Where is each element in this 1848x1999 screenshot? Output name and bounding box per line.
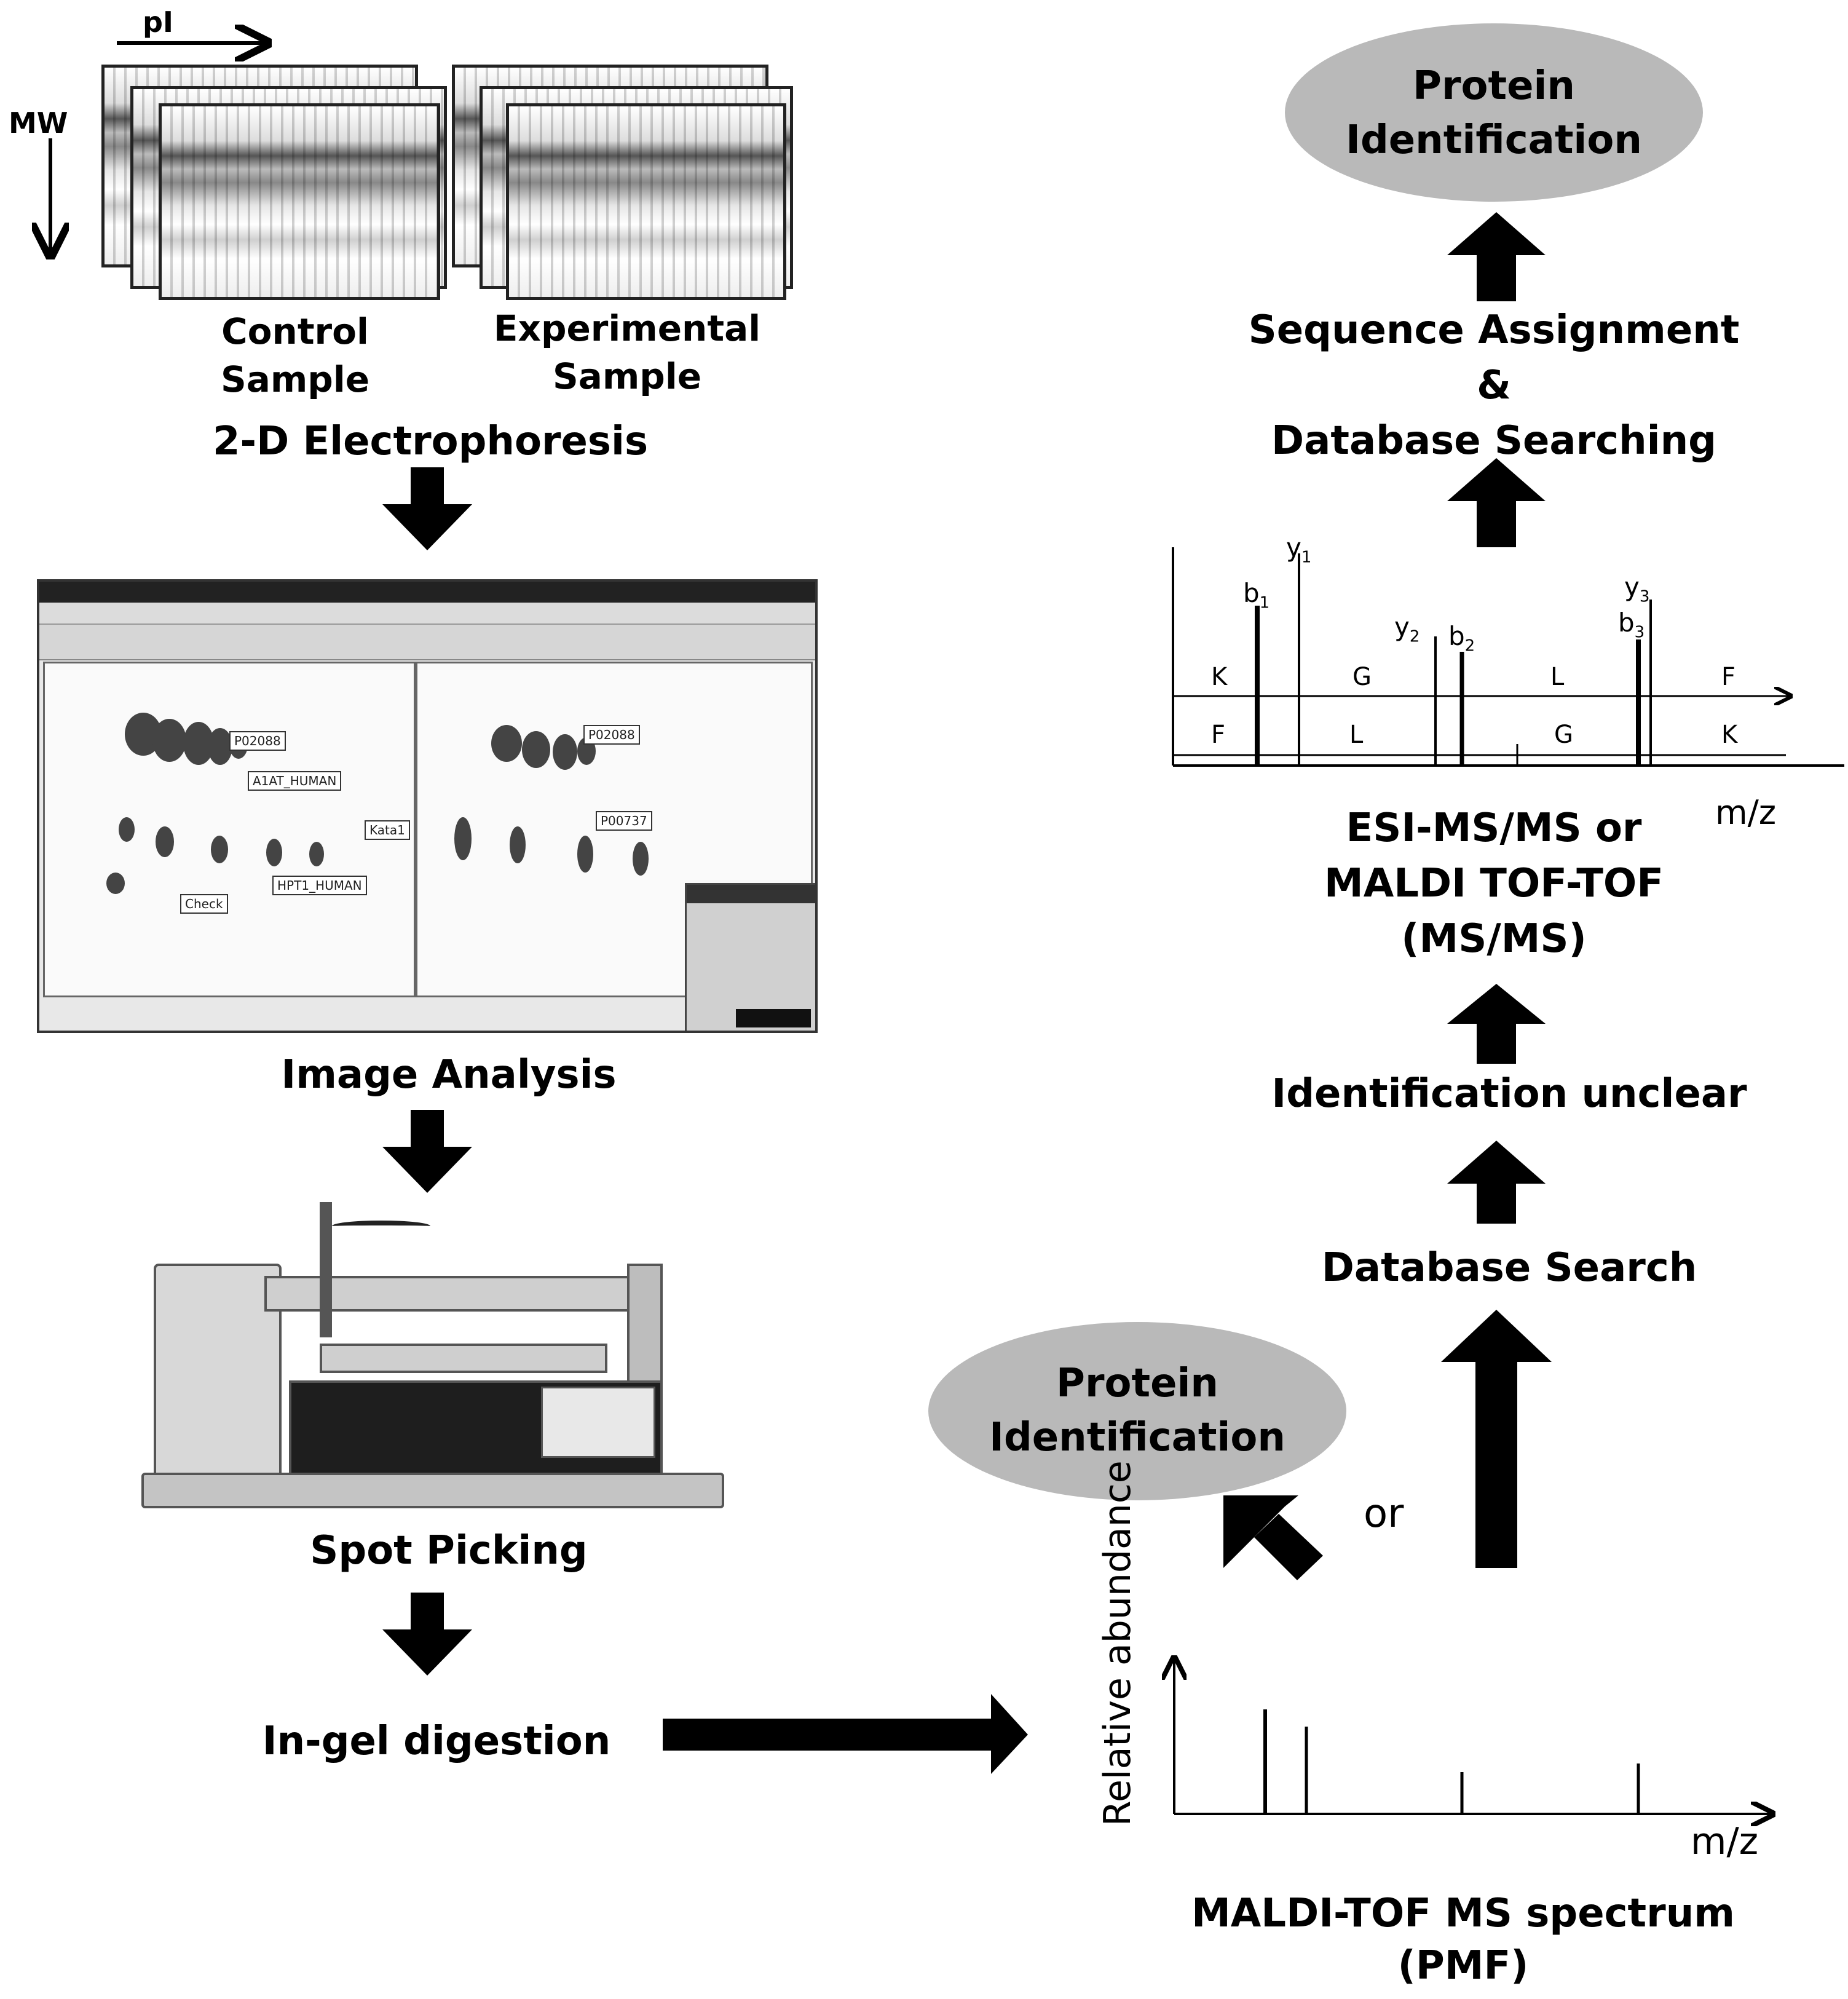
step-spot-picking: Spot Picking: [310, 1528, 588, 1573]
residue-lower: G: [1554, 721, 1573, 749]
control-gel-front: [159, 103, 440, 300]
arrow-up-3: [1447, 984, 1546, 1064]
arrow-down-3: [382, 1593, 472, 1676]
mw-axis-label: MW: [9, 106, 68, 140]
software-toolbar: [39, 625, 815, 660]
step-2d-electrophoresis: 2-D Electrophoresis: [212, 419, 649, 464]
pi-axis-label: pI: [143, 6, 174, 39]
software-menu-bar: [39, 603, 815, 625]
control-label-1: Control: [221, 311, 369, 352]
residue-lower: K: [1721, 721, 1738, 749]
spot-tag: HPT1_HUMAN: [272, 876, 367, 895]
residue-upper: F: [1721, 663, 1736, 691]
protein-id-pmf-line2: Identification: [989, 1415, 1285, 1460]
pmf-title-line2: (PMF): [1397, 1943, 1529, 1989]
ion-label-b1: b1: [1243, 578, 1270, 612]
experimental-gel-front: [506, 103, 786, 300]
msms-method-line3: (MS/MS): [1401, 916, 1587, 962]
spot-tag: P02088: [229, 731, 286, 751]
arrow-up-1: [1447, 212, 1546, 301]
arrow-diagonal: [1223, 1495, 1323, 1580]
or-label: or: [1364, 1491, 1404, 1537]
arrow-right-pmf: [663, 1694, 1028, 1774]
pmf-xaxis-label: m/z: [1691, 1820, 1759, 1863]
experimental-label-2: Sample: [552, 355, 702, 397]
software-title-bar: [39, 582, 815, 603]
spot-tag: A1AT_HUMAN: [248, 771, 342, 791]
experimental-label-1: Experimental: [493, 307, 761, 349]
sequence-assignment-line2: &: [1477, 363, 1511, 408]
spot-tag: Kata1: [365, 820, 410, 840]
pmf-title-line1: MALDI-TOF MS spectrum: [1191, 1891, 1735, 1936]
pmf-yaxis-label: Relative abundance: [1096, 1460, 1139, 1826]
pmf-spectrum: [1174, 1660, 1771, 1814]
protein-id-pmf-line1: Protein: [1056, 1361, 1218, 1406]
sequence-assignment-line3: Database Searching: [1271, 418, 1716, 464]
residue-upper: G: [1352, 663, 1372, 691]
arrow-up-2: [1447, 458, 1546, 547]
database-search: Database Search: [1321, 1245, 1697, 1291]
image-analysis-software-window: P02088 A1AT_HUMAN Kata1 HPT1_HUMAN Check…: [37, 579, 818, 1033]
arrow-down-2: [382, 1110, 472, 1193]
msms-ladder: [1172, 547, 1844, 767]
control-label-2: Sample: [220, 358, 370, 400]
arrow-up-5: [1441, 1310, 1552, 1568]
spot-tag: P02088: [583, 725, 640, 745]
ion-label-y3: y3: [1624, 572, 1650, 606]
residue-upper: L: [1550, 663, 1565, 691]
msms-method-line2: MALDI TOF-TOF: [1324, 861, 1664, 906]
ion-label-b2: b2: [1448, 621, 1475, 655]
sequence-assignment-line1: Sequence Assignment: [1248, 307, 1740, 353]
arrow-up-4: [1447, 1141, 1546, 1224]
spot-picking-robot: [135, 1196, 725, 1522]
spot-tag: Check: [180, 894, 228, 914]
residue-upper: K: [1211, 663, 1228, 691]
step-image-analysis: Image Analysis: [281, 1052, 617, 1098]
protein-id-final-line1: Protein: [1413, 63, 1575, 109]
ion-label-y2: y2: [1394, 612, 1420, 646]
protein-identification-pmf: Protein Identification: [928, 1322, 1346, 1500]
identification-unclear: Identification unclear: [1271, 1071, 1747, 1117]
ion-label-y1: y1: [1286, 532, 1312, 567]
protein-id-final-line2: Identification: [1346, 117, 1642, 163]
residue-lower: F: [1211, 721, 1226, 749]
ion-label-b3: b3: [1618, 608, 1645, 642]
arrow-down-1: [382, 467, 472, 550]
residue-lower: L: [1349, 721, 1364, 749]
statistics-subwindow: [685, 883, 815, 1031]
msms-method-line1: ESI-MS/MS or: [1346, 806, 1642, 851]
spot-tag: P00737: [596, 811, 652, 831]
protein-identification-final: Protein Identification: [1285, 23, 1703, 202]
msms-xaxis-label: m/z: [1715, 793, 1777, 832]
step-in-gel-digestion: In-gel digestion: [262, 1719, 611, 1764]
gel-pane-control: P02088 A1AT_HUMAN Kata1 HPT1_HUMAN Check: [43, 662, 416, 997]
